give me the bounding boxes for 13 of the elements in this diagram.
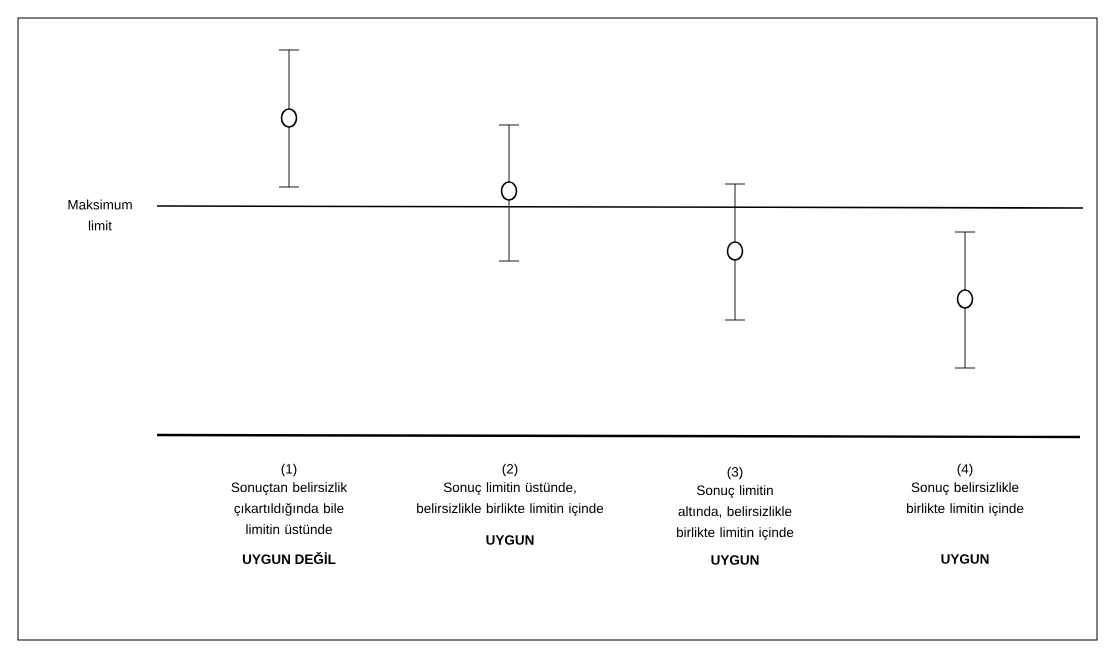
limit-label: Maksimum limit	[68, 199, 132, 231]
verdict-text: UYGUN	[711, 555, 759, 565]
verdict-text: UYGUN DEĞİL	[242, 552, 336, 565]
case-description: Sonuç limitin altında, belirsizlikle birlikte limitin içinde	[677, 485, 794, 540]
case-number: (3)	[727, 466, 743, 480]
case-description: Sonuçtan belirsizlik çıkartıldığında bile limitin üstünde	[231, 482, 348, 535]
case-number: (2)	[502, 463, 518, 477]
case-description: Sonuç limitin üstünde, belirsizlikle birlikte limitin içinde	[417, 482, 604, 516]
verdict-text: UYGUN	[486, 535, 534, 545]
verdict-text: UYGUN	[941, 554, 989, 564]
case-number: (4)	[957, 463, 973, 477]
case-description: Sonuç belirsizlikle birlikte limitin içinde	[907, 482, 1024, 516]
case-number: (1)	[281, 463, 297, 477]
